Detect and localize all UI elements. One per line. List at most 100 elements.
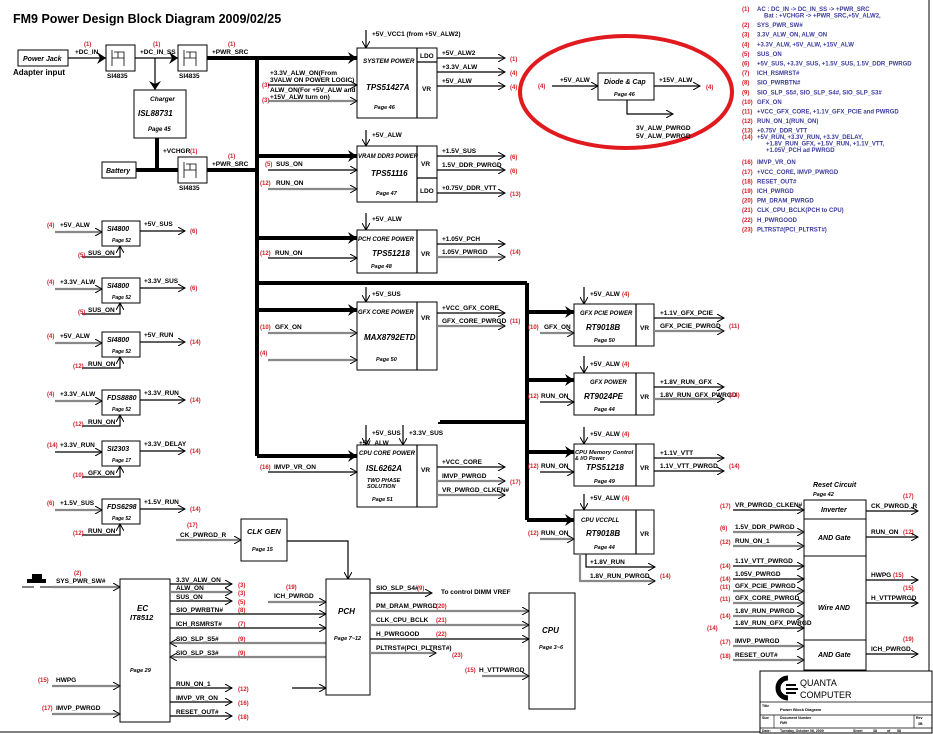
reset-input-label: RESET_OUT# bbox=[735, 652, 778, 659]
switch-chip: FDS6298 bbox=[107, 504, 137, 511]
vr-label: VR bbox=[640, 325, 649, 332]
switch-in-label: +5V_ALW bbox=[60, 222, 91, 229]
charger-page: Page 45 bbox=[148, 127, 171, 133]
switch-page: Page 52 bbox=[112, 407, 131, 413]
reset-input-label: 1.8V_RUN_GFX_PWRGD bbox=[735, 620, 812, 627]
switch-out-ref: (14) bbox=[190, 340, 201, 346]
gfx-power-box bbox=[573, 372, 655, 416]
reset-circuit-block: Reset Circuit Page 42 Inverter AND Gate … bbox=[707, 482, 918, 671]
switch-en-ref: (5) bbox=[78, 310, 85, 316]
reset-output-ref: (19) bbox=[903, 637, 914, 643]
switch-in-ref: (4) bbox=[47, 280, 54, 286]
ec-outputs: 3.3V_ALW_ON(3)ALW_ON(3)SUS_ON(5)SIO_PWRB… bbox=[170, 577, 326, 721]
gfx-core-out-ref: (11) bbox=[510, 319, 520, 325]
pch-outputs: PM_DRAM_PWRGD(20)CLK_CPU_BCLK(21)H_PWRGO… bbox=[370, 603, 529, 659]
diode-cap-block: (4) +5V_ALW Diode & Cap Page 46 +15V_ALW… bbox=[518, 34, 734, 150]
gfx-core-in2-ref: (4) bbox=[260, 351, 267, 357]
cpu-page: Page 3~6 bbox=[539, 645, 564, 651]
switch-in-label: +5V_ALW bbox=[60, 333, 91, 340]
system-power-box bbox=[356, 47, 438, 119]
pch-title: PCH bbox=[338, 607, 355, 616]
reset-output-label: HWPG bbox=[871, 572, 891, 579]
switch-en-ref: (10) bbox=[73, 473, 84, 479]
legend-text: IMVP_VR_ON bbox=[757, 160, 796, 166]
ec-output-ref: (8) bbox=[238, 608, 245, 614]
ddr3-title: VRAM DDR3 POWER bbox=[358, 154, 419, 160]
pch-in: ICH_PWRGD bbox=[274, 593, 314, 600]
pch-output-label: H_PWRGOOD bbox=[376, 631, 420, 638]
switch-in-ref: (4) bbox=[47, 334, 54, 340]
vchgr-label: +VCHGR bbox=[163, 148, 191, 155]
gfx-core-in: GFX_ON bbox=[275, 324, 302, 331]
switch-in-label: +3.3V_RUN bbox=[60, 442, 95, 449]
cpu-core-vcc-in2: +3.3V_SUS bbox=[409, 430, 444, 437]
switch-page: Page 52 bbox=[112, 516, 131, 522]
legend-text: +VCC_CORE, IMVP_PWRGD bbox=[757, 170, 839, 176]
cpu-mem-vcc-ref: (4) bbox=[622, 432, 629, 438]
pch-core-block: +5V_ALW PCH CORE POWER TPS51218 Page 48 … bbox=[260, 213, 521, 274]
pwr-src-bus bbox=[255, 52, 574, 526]
legend-text: +0.75V_DDR_VTT bbox=[757, 129, 808, 135]
wire-and-label: Wire AND bbox=[818, 605, 850, 612]
switch-out-label: +3.3V_DELAY bbox=[144, 441, 187, 448]
pch-core-title: PCH CORE POWER bbox=[358, 237, 415, 243]
reset-inputs: (17)VR_PWRGD_CLKEN#(6)1.5V_DDR_PWRGD(12)… bbox=[707, 502, 812, 660]
ec-output-label: SIO_SLP_S5# bbox=[176, 636, 219, 643]
sys-out-2: +3.3V_ALW bbox=[442, 64, 478, 71]
charger-title: Charger bbox=[150, 96, 175, 103]
legend-text: H_PWRGOOD bbox=[757, 218, 798, 224]
sys-in2-ref: (3) bbox=[262, 98, 269, 104]
legend-text: CLK_CPU_BCLK(PCH to CPU) bbox=[757, 208, 844, 214]
switch-out-label: +3.3V_SUS bbox=[144, 278, 179, 285]
date-value: Tuesday, October 06, 2009 bbox=[780, 729, 824, 733]
ddr3-in2: RUN_ON bbox=[276, 180, 304, 187]
legend-number: (11) bbox=[742, 110, 752, 116]
cpu-mem-page: Page 49 bbox=[594, 479, 616, 485]
cpu-core-vcc-in1: +5V_SUS bbox=[372, 430, 401, 437]
reset-output-ref: (12) bbox=[903, 530, 914, 536]
gfx-power-in: RUN_ON bbox=[541, 393, 569, 400]
ec-block: (2) SYS_PWR_SW# EC IT8512 Page 29 (15) H… bbox=[22, 571, 326, 723]
cpu-core-title: CPU CORE POWER bbox=[359, 451, 416, 457]
cpu-core-block: +5V_SUS +3.3V_SUS +5V_ALW CPU CORE POWER… bbox=[260, 425, 521, 508]
cpu-mem-out-ref: (14) bbox=[729, 464, 740, 470]
cpu-vccpll-out2: 1.8V_RUN_PWRGD bbox=[590, 573, 650, 580]
reset-input-ref: (17) bbox=[720, 504, 731, 510]
pch-s4: SIO_SLP_S4# bbox=[376, 585, 419, 592]
switch-en-label: RUN_ON bbox=[88, 528, 116, 535]
sheet-label: Sheet bbox=[853, 729, 863, 733]
sys-in1-a: +3.3V_ALW_ON(From bbox=[270, 70, 337, 77]
cpu-core-box bbox=[356, 444, 438, 508]
legend-number: (13) bbox=[742, 129, 753, 135]
legend-number: (16) bbox=[742, 160, 753, 166]
reset-input-label: 1.8V_RUN_PWRGD bbox=[735, 608, 795, 615]
ddr3-out-ref-1: (6) bbox=[510, 155, 517, 161]
dc-in-ss-label: +DC_IN_SS bbox=[140, 49, 176, 56]
reset-output-label: ICH_PWRGD bbox=[871, 646, 911, 653]
legend-text: SIO_SLP_S5#, SIO_SLP_S4#, SIO_SLP_S3# bbox=[757, 90, 882, 96]
legend-number: (5) bbox=[742, 52, 749, 58]
pch-core-out-ref: (14) bbox=[510, 250, 521, 256]
reset-input-label: GFX_CORE_PWRGD bbox=[735, 595, 800, 602]
diode-cap-box bbox=[597, 72, 655, 101]
ec-output-label: SIO_SLP_S3# bbox=[176, 650, 219, 657]
reset-input-ref: (11) bbox=[720, 585, 730, 591]
sys-out-3: +5V_ALW bbox=[442, 78, 473, 85]
gfx-core-page: Page 50 bbox=[376, 357, 397, 363]
gfx-pcie-chip: RT9018B bbox=[586, 323, 620, 332]
cpu-vccpll-block: +5V_ALW (4) CPU VCCPLL RT9018B Page 44 V… bbox=[528, 494, 671, 581]
cpu-in: H_VTTPWRGD bbox=[479, 667, 525, 674]
switch-page: Page 52 bbox=[112, 349, 131, 355]
reset-input-label: 1.05V_PWRGD bbox=[735, 571, 781, 578]
legend-text: PLTRST#(PCI_PLTRST#) bbox=[757, 227, 827, 233]
gfx-pcie-in-ref: (10) bbox=[528, 325, 539, 331]
gfx-core-title: GFX CORE POWER bbox=[358, 310, 414, 316]
clk-gen-in: CK_PWRGD_R bbox=[180, 532, 227, 539]
pch-dimm: To control DIMM VREF bbox=[441, 589, 511, 596]
sys-out-ref-3: (4) bbox=[510, 85, 517, 91]
cpu-core-chip: ISL6262A bbox=[366, 464, 402, 473]
reset-output-label: RUN_ON bbox=[871, 529, 899, 536]
cpu-core-page: Page 51 bbox=[372, 497, 393, 503]
